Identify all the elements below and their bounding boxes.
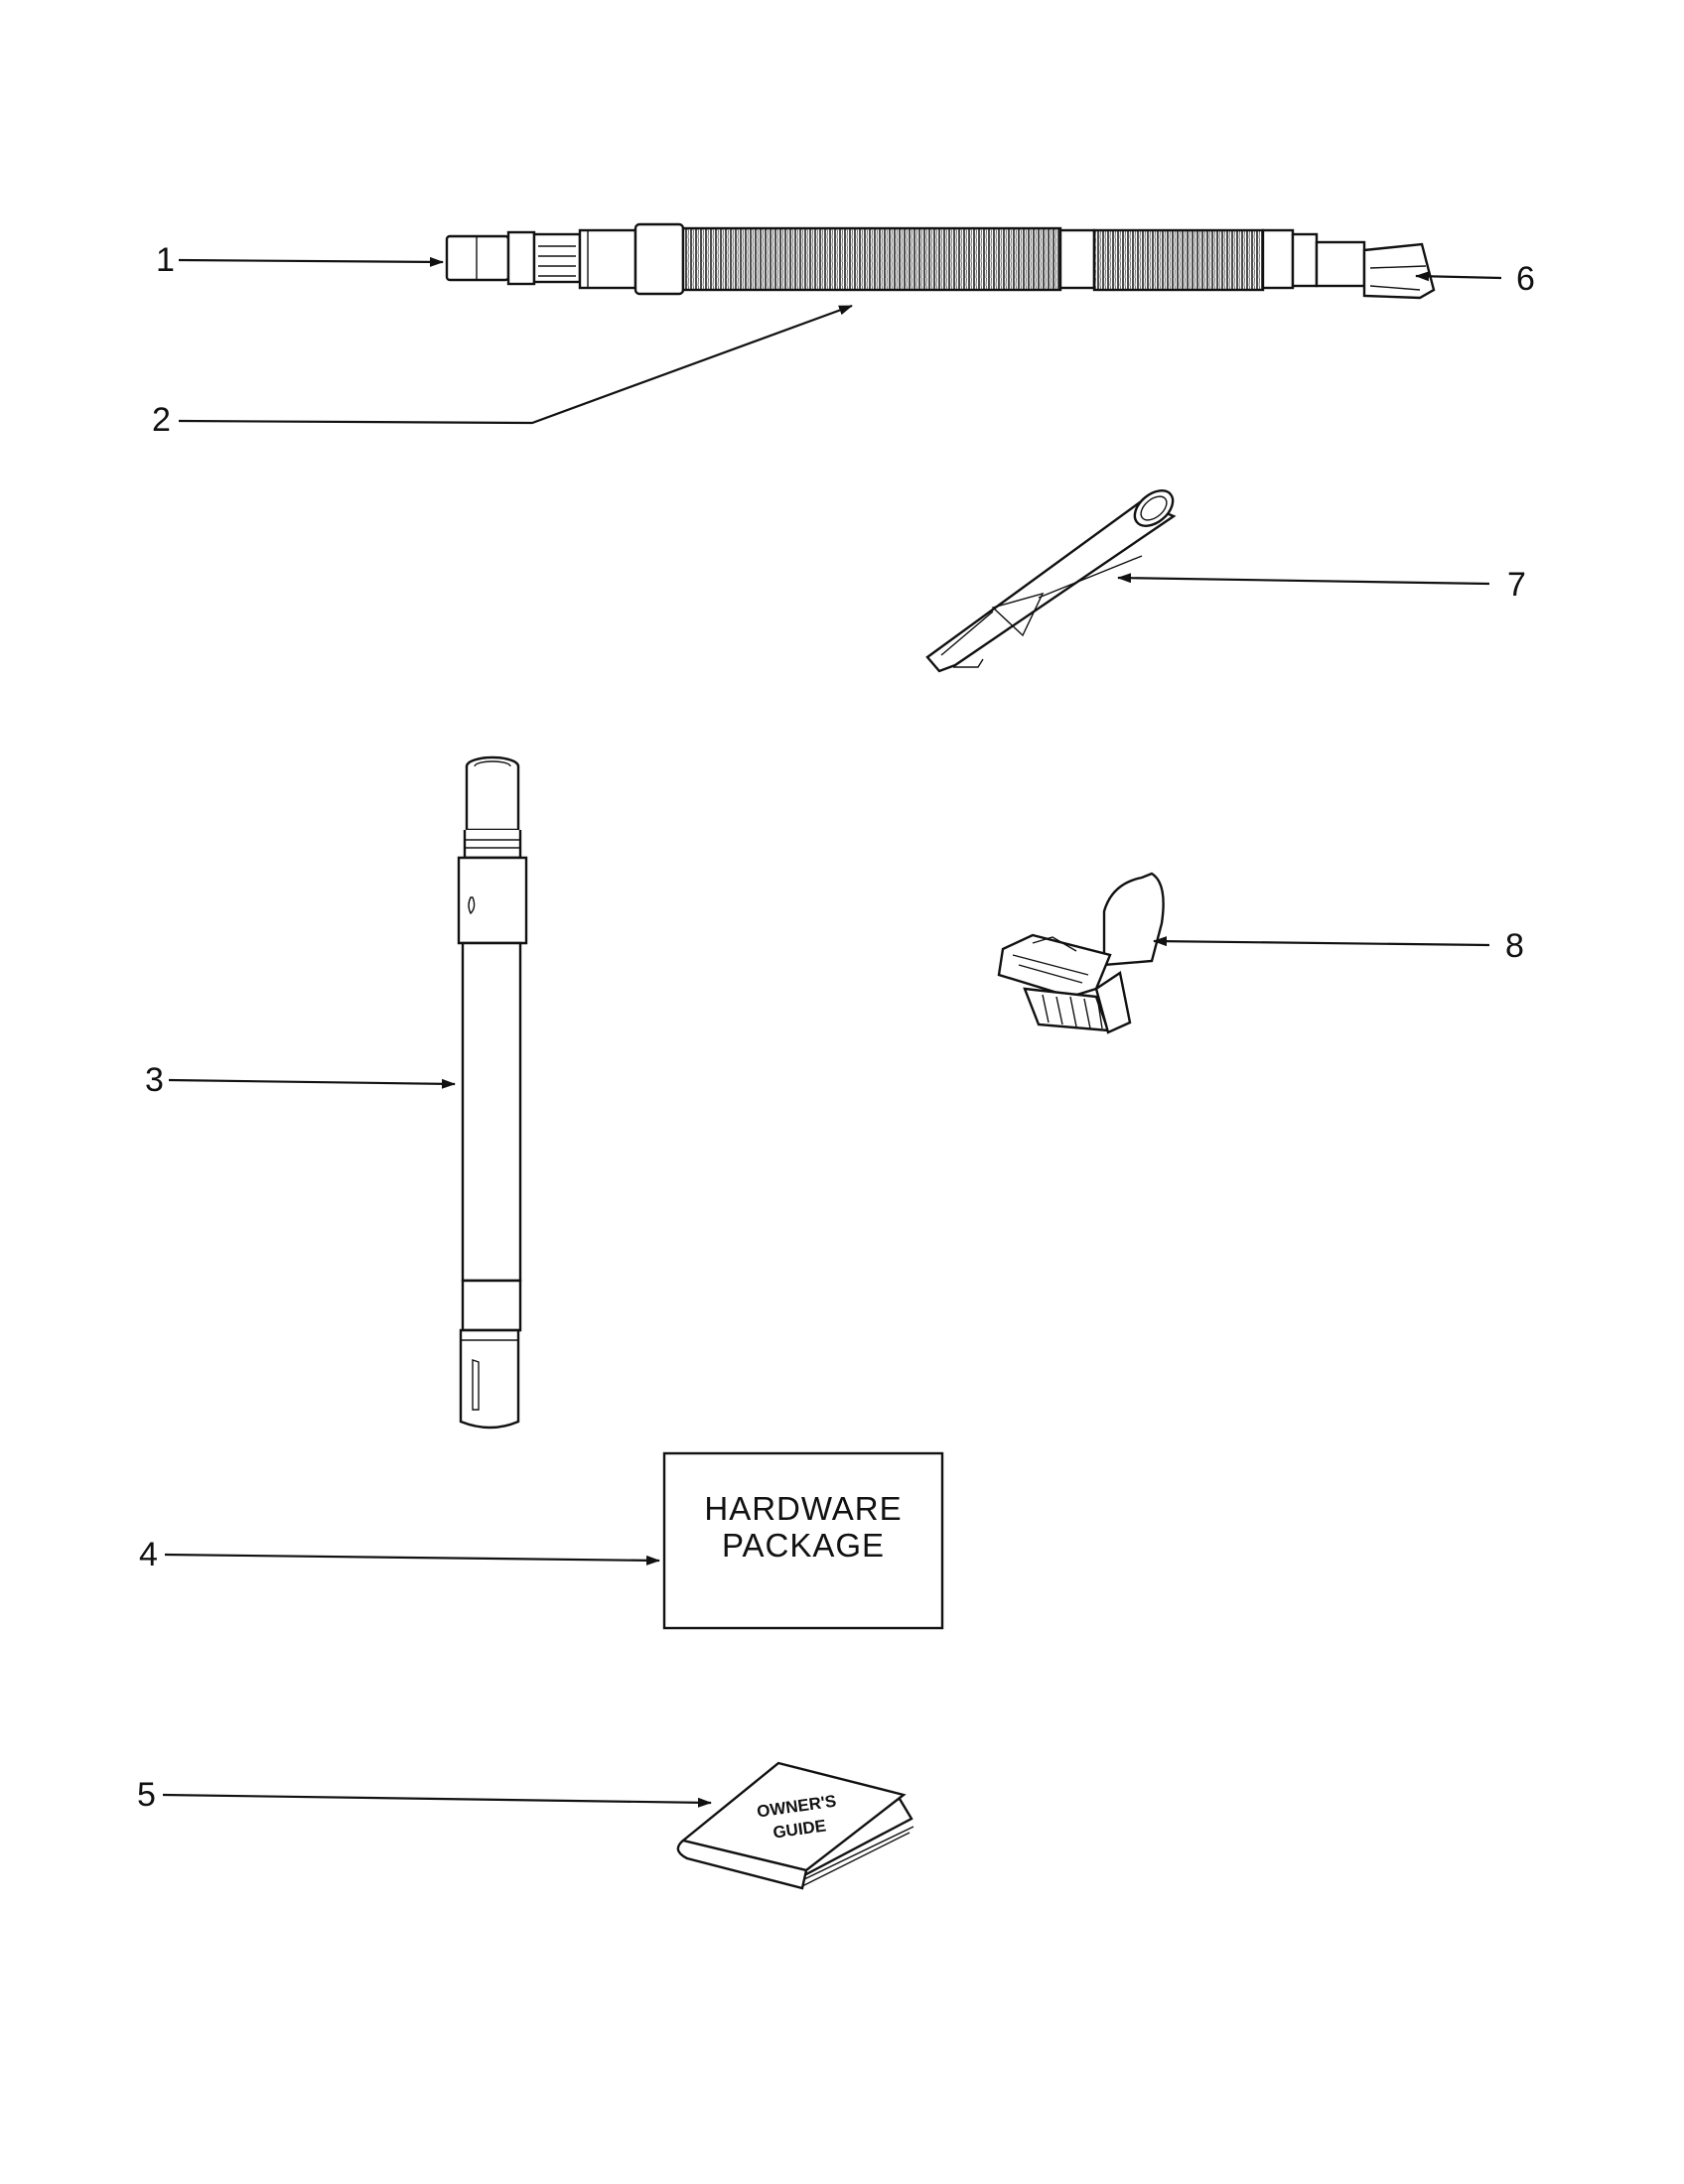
- wand-collar: [463, 830, 522, 860]
- callout-6: 6: [1516, 260, 1535, 298]
- callout-4: 4: [139, 1536, 158, 1573]
- callout-1: 1: [156, 241, 175, 279]
- brush-bristles: [1023, 987, 1110, 1032]
- book-spine: [676, 1839, 808, 1890]
- wand-upper-section: [457, 856, 528, 945]
- callout-5: 5: [137, 1776, 156, 1814]
- hardware-package-line1: HARDWARE: [704, 1490, 902, 1527]
- brush-side: [1094, 971, 1132, 1034]
- hose-flex-section-right: [1092, 228, 1265, 292]
- hardware-package-line2: PACKAGE: [722, 1527, 885, 1564]
- callout-8-leader: [1153, 936, 1490, 947]
- extension-wand: [457, 755, 528, 1430]
- callout-3: 3: [145, 1061, 164, 1099]
- callout-8: 8: [1505, 927, 1524, 965]
- hose-assembly: [445, 222, 1436, 300]
- dusting-brush: [997, 872, 1165, 1034]
- hose-right-collar: [1261, 228, 1295, 290]
- callout-7-leader: [1117, 573, 1490, 586]
- callout-5-leader: [162, 1793, 712, 1808]
- callout-3-leader: [168, 1078, 456, 1089]
- hose-right-band: [1291, 232, 1319, 288]
- hose-cuff-collar: [506, 230, 536, 286]
- hose-swivel-ring: [532, 232, 582, 284]
- wand-top-cuff: [465, 766, 520, 832]
- callout-6-leader: [1415, 271, 1502, 282]
- hose-flex-section-left: [681, 226, 1062, 292]
- brush-neck: [1102, 872, 1165, 967]
- wand-lower-band: [461, 1279, 522, 1332]
- hose-end-adapter: [1362, 242, 1436, 300]
- callout-4-leader: [164, 1553, 660, 1566]
- callout-2: 2: [152, 401, 171, 439]
- hose-end-cuff: [445, 234, 510, 282]
- crevice-tool: [925, 489, 1177, 673]
- crevice-tool-body: [925, 500, 1177, 673]
- callout-2-leader: [178, 304, 853, 425]
- hose-right-tube: [1315, 240, 1366, 288]
- hardware-package-box: [662, 1451, 944, 1630]
- wand-tube: [461, 941, 522, 1283]
- hose-middle-band: [1058, 228, 1096, 290]
- wand-bottom-cuff: [459, 1328, 520, 1430]
- hose-left-band: [633, 222, 685, 296]
- callout-7: 7: [1507, 566, 1526, 604]
- crevice-tool-opening: [1133, 489, 1175, 527]
- callout-1-leader: [178, 256, 444, 267]
- owners-guide-book: [676, 1761, 914, 1890]
